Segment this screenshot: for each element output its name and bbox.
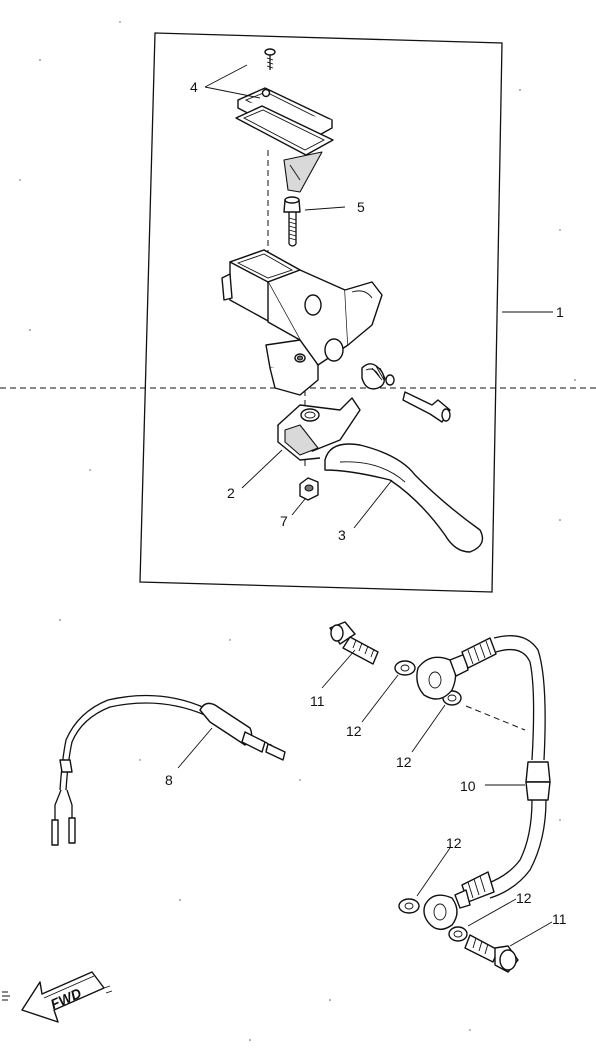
callout-10: 10 — [460, 778, 476, 794]
callout-12-b: 12 — [396, 754, 412, 770]
cover-screw — [264, 48, 276, 70]
callout-12-d: 12 — [516, 890, 532, 906]
leader-lines — [177, 64, 553, 947]
pivot-spring-set — [361, 363, 451, 423]
callout-7: 7 — [280, 513, 288, 529]
master-cylinder-bolt — [283, 196, 301, 247]
callout-1: 1 — [556, 304, 564, 320]
copper-washer-4 — [448, 926, 468, 942]
assembly-frame — [139, 32, 503, 593]
union-bolt-upper — [329, 621, 379, 665]
callout-3: 3 — [338, 527, 346, 543]
union-bolt-lower — [464, 934, 519, 973]
callout-8: 8 — [165, 772, 173, 788]
lever-pivot-nut — [299, 477, 319, 501]
callout-2: 2 — [227, 485, 235, 501]
callout-12-a: 12 — [346, 723, 362, 739]
callout-12-c: 12 — [446, 835, 462, 851]
callout-11-lower: 11 — [552, 911, 567, 927]
callout-4: 4 — [190, 79, 198, 95]
copper-washer-3 — [398, 898, 420, 914]
reservoir-cover-set — [235, 87, 334, 193]
scan-specks — [19, 21, 576, 1041]
clutch-hose — [416, 635, 551, 930]
clutch-lever — [277, 397, 484, 553]
callout-5: 5 — [357, 199, 365, 215]
master-cylinder-body — [221, 249, 383, 396]
forward-arrow-icon: FWD — [2, 971, 113, 1023]
clutch-switch-cable — [51, 694, 286, 846]
copper-washer-1 — [394, 660, 416, 676]
callouts: 1 2 3 4 5 7 8 10 11 11 12 12 12 12 — [165, 79, 567, 927]
callout-11-upper: 11 — [310, 693, 325, 709]
